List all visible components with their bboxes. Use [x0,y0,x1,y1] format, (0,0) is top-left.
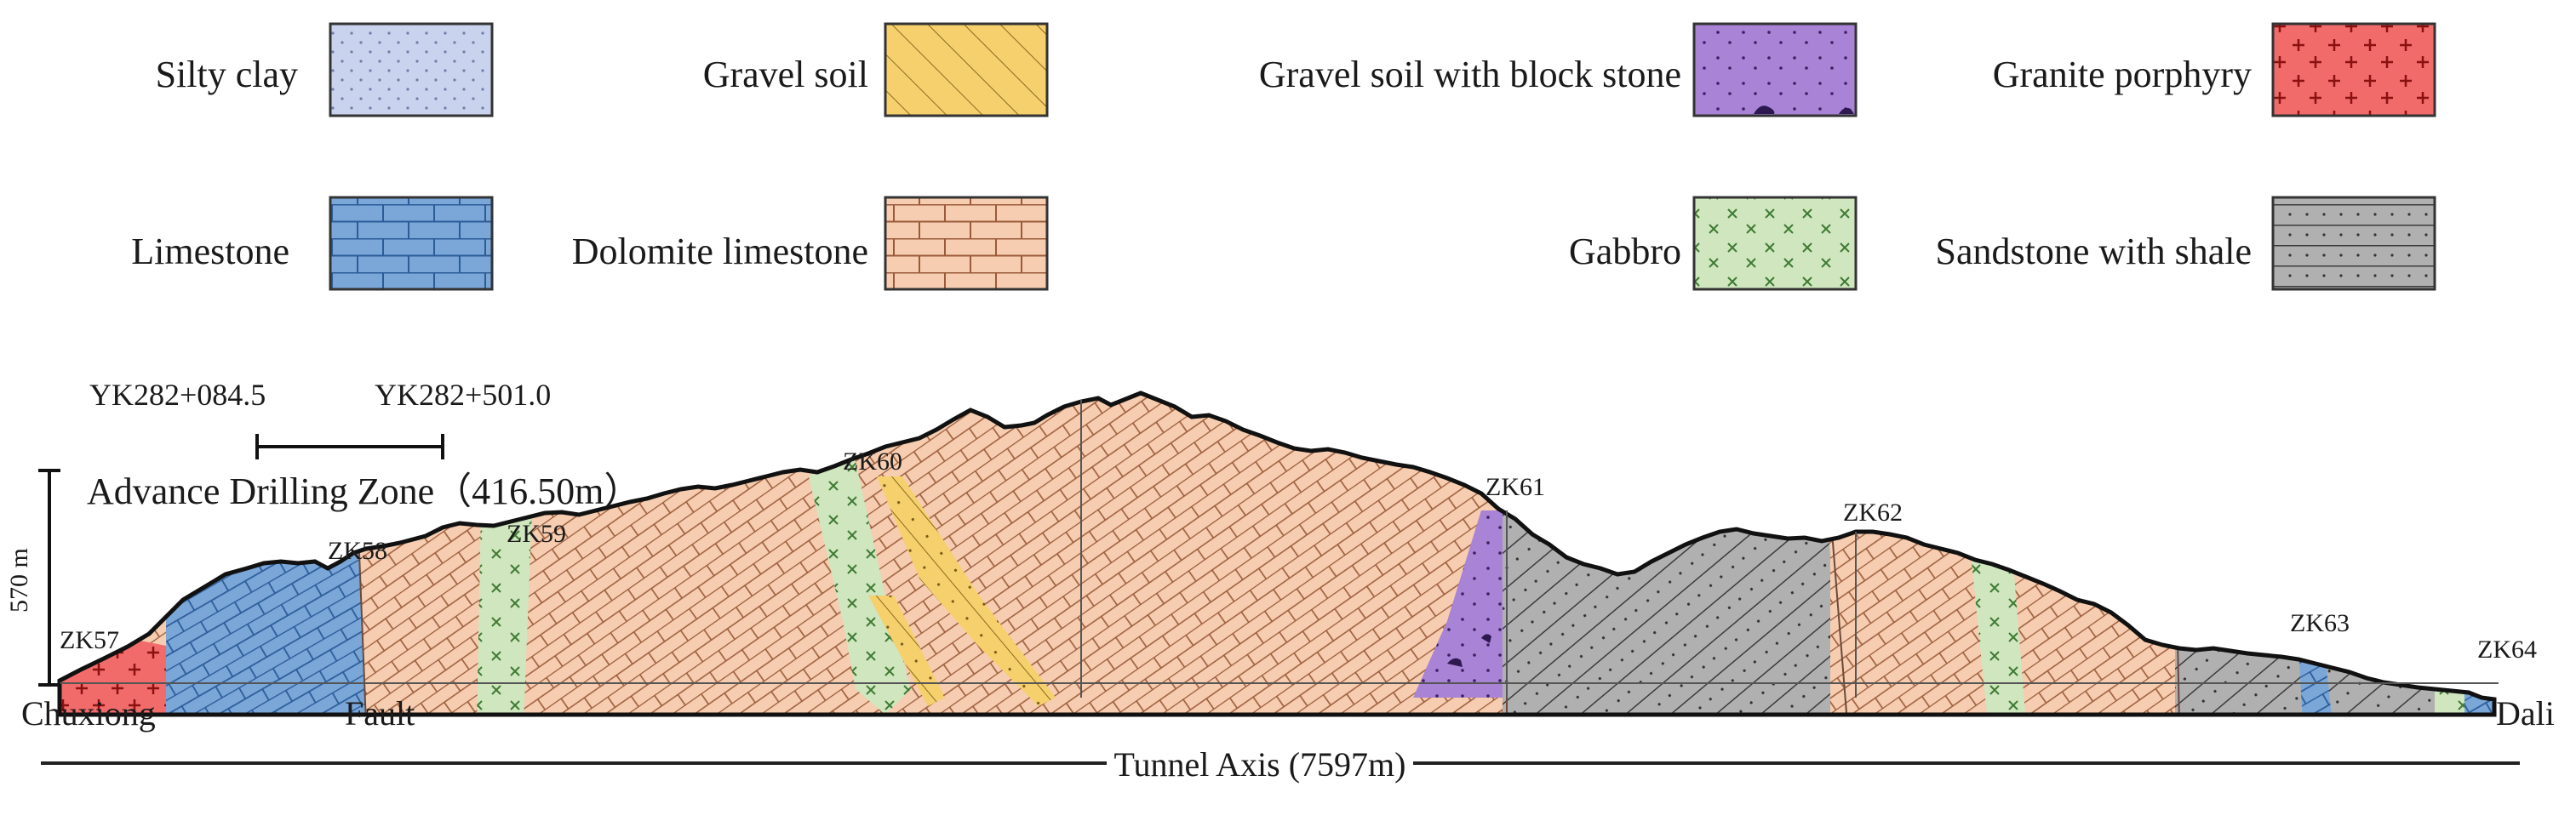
fault-label: Fault [345,694,415,733]
legend-item-sandstone-shale: Sandstone with shale [1935,196,2436,291]
legend-swatch-gravel-soil [884,22,1049,117]
legend-label: Sandstone with shale [1935,231,2252,272]
scale-label: 570 m [5,548,33,613]
legend-swatch-dolomite-limestone [884,196,1049,291]
borehole-label-zk63: ZK63 [2290,609,2350,637]
legend-item-gravel-soil-block: Gravel soil with block stone [1259,22,1858,117]
stratum-sandstone-shale [1503,510,1830,715]
drilling-zone-annotation: YK282+084.5 YK282+501.0 Advance Drilling… [87,378,641,512]
legend: Silty clay Gravel soil Gravel soil with … [131,22,2436,291]
legend-label: Silty clay [156,54,298,95]
stratum-gravel-soil [877,476,1056,706]
vertical-scale: 570 m [5,469,60,687]
legend-swatch-silty-clay [329,22,494,117]
start-chainage: YK282+084.5 [89,378,266,412]
block-stone-mark [1839,107,1854,114]
borehole-lines [1080,400,1857,698]
borehole-label-zk62: ZK62 [1843,499,1903,527]
end-location-label: Dali [2496,694,2555,733]
stratum-gravel-soil-block [1413,510,1507,698]
tunnel-axis-label: Tunnel Axis (7597m) [1113,745,1405,784]
geological-profile: ZK57 ZK58 ZK59 ZK60 ZK61 ZK62 ZK63 ZK64 … [5,378,2555,784]
stratum-gravel-soil [868,596,945,706]
tunnel-axis: Tunnel Axis (7597m) [41,745,2520,784]
legend-item-gravel-soil: Gravel soil [703,22,1049,117]
stratum-gabbro [477,510,532,715]
borehole-labels: ZK57 ZK58 ZK59 ZK60 ZK61 ZK62 ZK63 ZK64 [60,448,2537,664]
legend-item-gabbro: Gabbro [1569,196,1858,291]
legend-label: Granite porphyry [1993,54,2252,95]
borehole-label-zk57: ZK57 [60,626,119,654]
start-location-label: Chuxiong [21,694,156,733]
legend-item-granite-porphyry: Granite porphyry [1993,22,2436,117]
legend-swatch-sandstone-shale [2271,196,2436,291]
stratum-gabbro [809,442,911,715]
legend-swatch-granite-porphyry [2271,22,2436,117]
drilling-zone-label: Advance Drilling Zone（416.50m） [87,470,641,512]
borehole-label-zk60: ZK60 [843,448,902,476]
borehole-label-zk61: ZK61 [1485,473,1545,501]
borehole-label-zk64: ZK64 [2477,636,2537,664]
legend-label: Gabbro [1569,231,1681,272]
block-stone-mark [1754,105,1775,114]
legend-item-silty-clay: Silty clay [156,22,494,117]
legend-item-dolomite-limestone: Dolomite limestone [572,196,1049,291]
legend-label: Dolomite limestone [572,231,868,272]
legend-label: Gravel soil with block stone [1259,54,1681,95]
legend-label: Gravel soil [703,54,868,95]
legend-swatch-limestone [329,196,494,291]
strata-layers [60,393,2494,715]
legend-swatch-gabbro [1692,196,1858,291]
borehole-label-zk58: ZK58 [328,537,387,565]
borehole-label-zk59: ZK59 [507,520,566,548]
stratum-limestone [2298,647,2333,715]
legend-label: Limestone [131,231,289,272]
end-chainage: YK282+501.0 [375,378,551,412]
legend-item-limestone: Limestone [131,196,494,291]
legend-swatch-gravel-soil-block [1692,22,1858,117]
